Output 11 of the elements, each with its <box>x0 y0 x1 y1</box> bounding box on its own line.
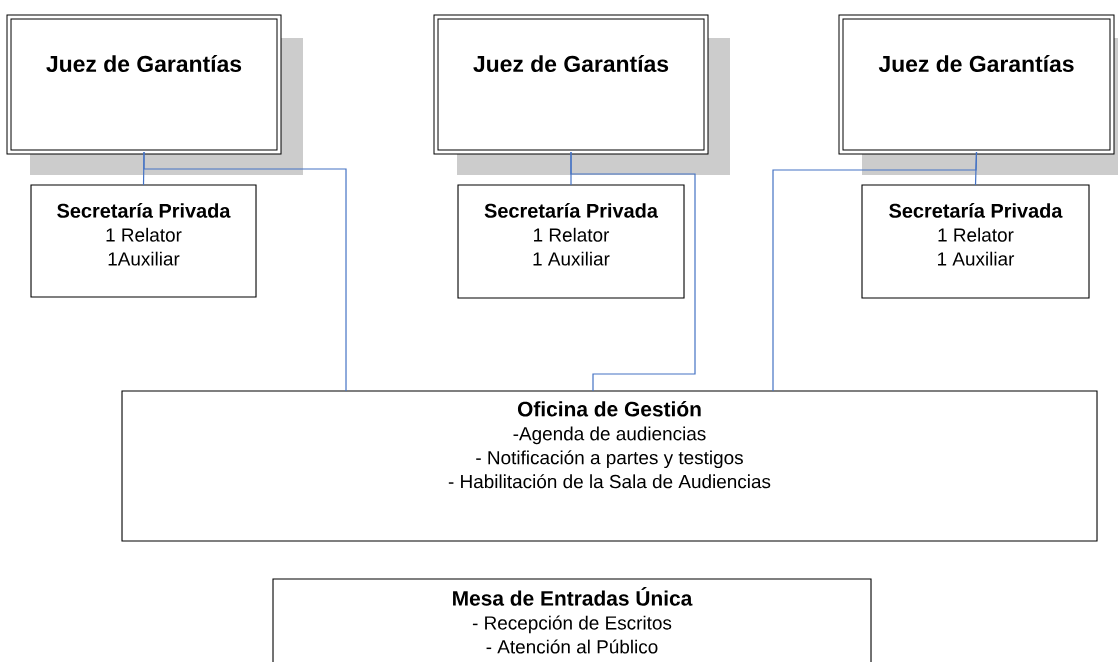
connector-line <box>772 151 978 392</box>
office-box: Secretaría Privada 1 Relator 1 Auxiliar <box>861 184 1090 299</box>
judge-box: Juez de Garantías <box>6 14 303 175</box>
office-box: Secretaría Privada 1 Relator 1Auxiliar <box>30 184 257 298</box>
office-box: Secretaría Privada 1 Relator 1 Auxiliar <box>457 184 685 299</box>
judge-box: Juez de Garantías <box>838 14 1118 175</box>
office-box: Oficina de Gestión -Agenda de audiencias - Notificación a partes y testigos - Habilitación de la Sala de Audiencias <box>121 390 1098 542</box>
connector-line <box>143 151 347 392</box>
office-box: Mesa de Entradas Única - Recepción de Escritos - Atención al Público <box>272 578 872 662</box>
connector-line <box>570 151 696 392</box>
judge-box: Juez de Garantías <box>433 14 730 175</box>
